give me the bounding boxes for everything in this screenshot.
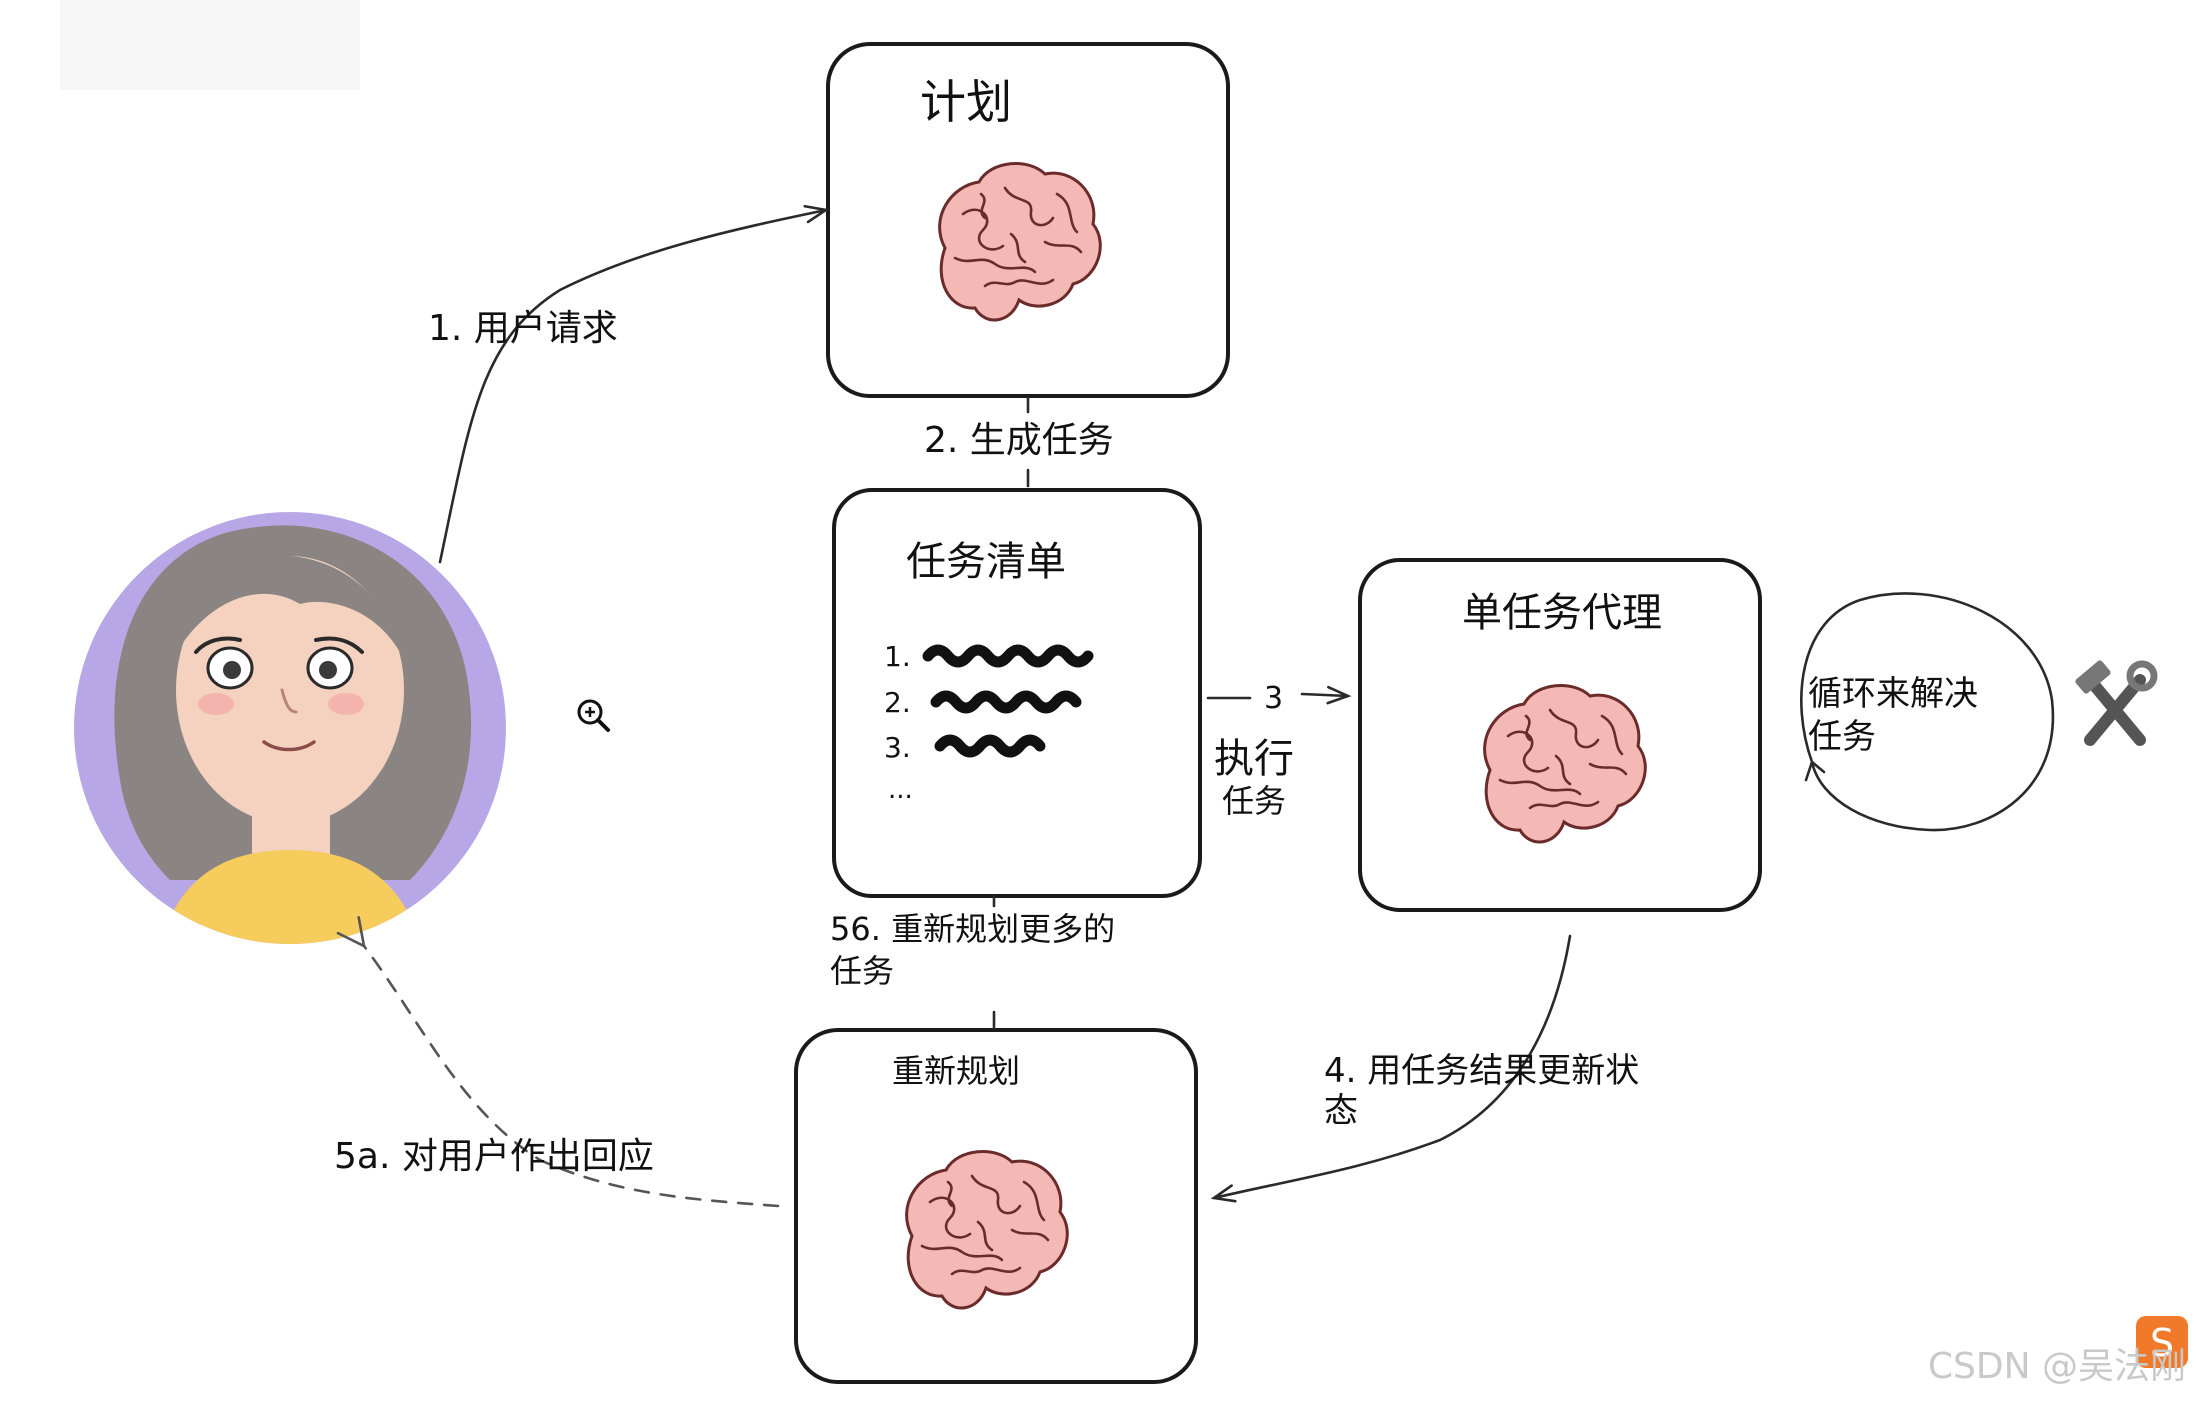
task-list-item-3: 3. [884,731,911,764]
replan-node: 重新规划 [794,1028,1198,1384]
svg-text:S: S [2150,1321,2174,1365]
single-task-agent-node: 单任务代理 [1358,558,1762,912]
replan-title: 重新规划 [892,1052,1020,1090]
task-list-title: 任务清单 [906,539,1066,585]
task-list-scribble-2 [930,690,1082,714]
task-list-scribble-3 [934,734,1046,758]
edge-execute-arrow [1300,685,1352,705]
edge-execute-label-line1: 执行 [1214,736,1294,782]
loop-arrowhead [1804,759,1826,782]
loop-label-line2: 任务 [1808,717,1876,757]
edge-replan-more-label-line2: 任务 [830,952,894,990]
background-smudge [60,0,360,90]
task-list-scribble-1 [922,644,1094,668]
edge-respond-user [336,916,780,1208]
plan-title: 计划 [920,75,1012,129]
loop-label-line1: 循环来解决 [1808,674,1978,714]
task-list-item-ellipsis: ... [888,775,913,805]
task-list-item-2: 2. [884,686,911,719]
edge-execute-label-line2: 任务 [1222,782,1286,820]
csdn-logo-icon [2136,1316,2188,1368]
watermark-text: CSDN @吴法刚 [1928,1346,2186,1387]
edge-user-request [438,204,830,564]
watermark: S CSDN @吴法刚 [1928,1316,2188,1387]
edge-update-state [1210,934,1572,1203]
single-task-agent-title: 单任务代理 [1462,590,1662,636]
edge-update-state-label-line1: 4. 用任务结果更新状 [1324,1051,1639,1091]
plan-node: 计划 [826,42,1230,398]
edge-replan-more-label-line1: 56. 重新规划更多的 [830,910,1115,948]
task-list-node: 任务清单 1. 2. 3. ... [832,488,1202,898]
user-avatar-icon [74,512,506,944]
edge-user-request-label: 1. 用户请求 [428,308,618,349]
wrench-hammer-icon [2075,660,2158,746]
zoom-in-icon [577,699,610,732]
edge-respond-user-label: 5a. 对用户作出回应 [334,1136,654,1177]
edge-update-state-label-line2: 态 [1324,1091,1358,1131]
task-list-item-1: 1. [884,640,911,673]
loop-node: 循环来解决 任务 [1800,592,2055,832]
edge-execute-number: 3 [1264,681,1283,716]
edge-generate-tasks-label: 2. 生成任务 [924,420,1114,461]
